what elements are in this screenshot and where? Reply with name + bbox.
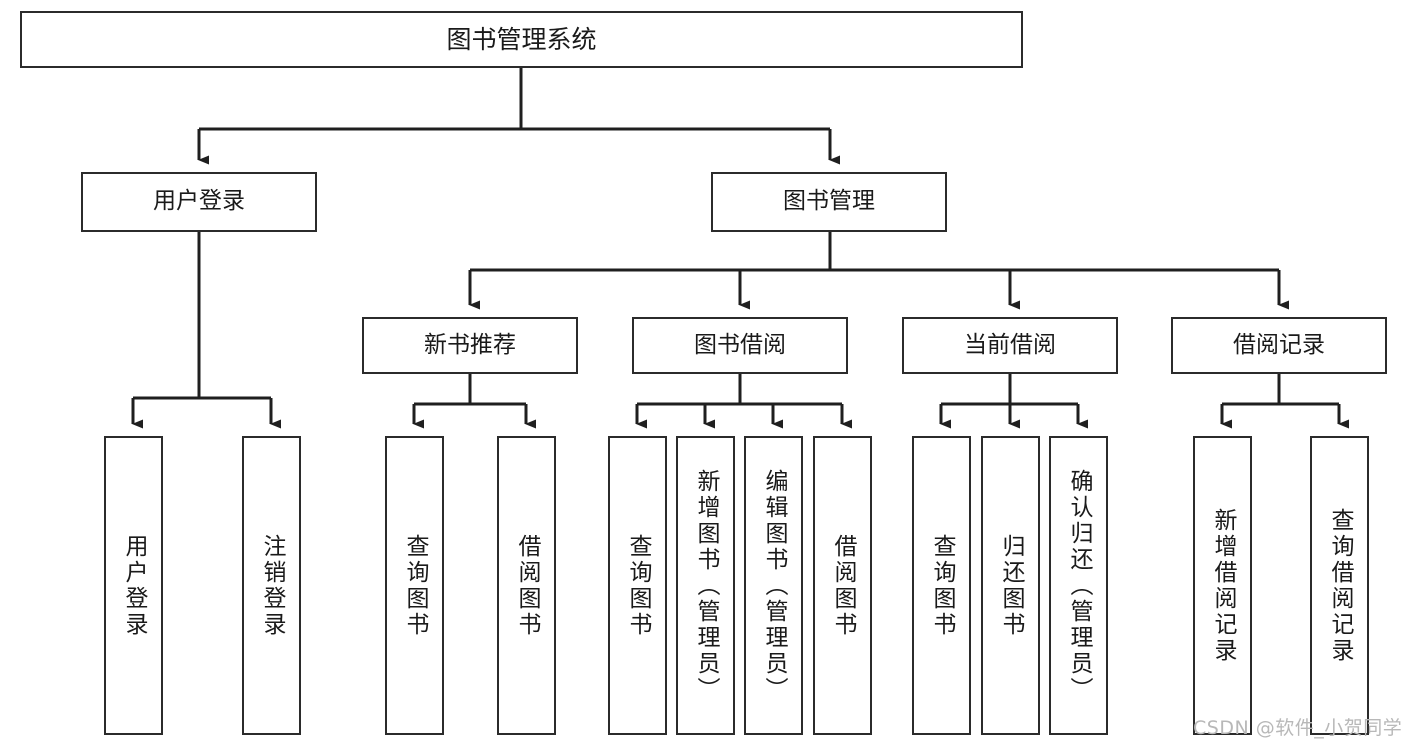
node-label: 查询图书 (402, 533, 428, 638)
node-leaf-confirm-return[interactable]: 确认归还（管理员） (1049, 436, 1108, 735)
node-label: 图书管理 (783, 188, 875, 215)
node-label: 用户登录 (121, 533, 147, 638)
node-leaf-query-record[interactable]: 查询借阅记录 (1310, 436, 1369, 735)
node-label: 新增图书（管理员） (693, 468, 719, 703)
node-current-borrow[interactable]: 当前借阅 (902, 317, 1118, 374)
node-label: 查询图书 (929, 533, 955, 638)
node-label: 图书管理系统 (446, 24, 597, 54)
node-label: 当前借阅 (964, 331, 1056, 358)
node-leaf-add-record[interactable]: 新增借阅记录 (1193, 436, 1252, 735)
node-root-system[interactable]: 图书管理系统 (20, 11, 1023, 68)
node-label: 新增借阅记录 (1210, 507, 1236, 664)
node-label: 确认归还（管理员） (1066, 468, 1092, 703)
node-leaf-query-book-2[interactable]: 查询图书 (608, 436, 667, 735)
node-leaf-return-book[interactable]: 归还图书 (981, 436, 1040, 735)
node-label: 归还图书 (998, 533, 1024, 638)
node-label: 借阅图书 (830, 533, 856, 638)
node-leaf-borrow-book-2[interactable]: 借阅图书 (813, 436, 872, 735)
node-label: 用户登录 (153, 188, 245, 215)
node-book-management[interactable]: 图书管理 (711, 172, 947, 232)
node-label: 查询借阅记录 (1327, 507, 1353, 664)
node-leaf-logout-login[interactable]: 注销登录 (242, 436, 301, 735)
node-leaf-add-book[interactable]: 新增图书（管理员） (676, 436, 735, 735)
csdn-watermark: CSDN @软件_小贺同学 (1193, 717, 1403, 739)
node-new-book-recommend[interactable]: 新书推荐 (362, 317, 578, 374)
node-book-borrow[interactable]: 图书借阅 (632, 317, 848, 374)
node-leaf-query-book-3[interactable]: 查询图书 (912, 436, 971, 735)
node-borrow-record[interactable]: 借阅记录 (1171, 317, 1387, 374)
node-label: 借阅记录 (1233, 331, 1325, 358)
node-label: 查询图书 (625, 533, 651, 638)
node-leaf-query-book-1[interactable]: 查询图书 (385, 436, 444, 735)
node-label: 编辑图书（管理员） (761, 468, 787, 703)
node-leaf-user-login[interactable]: 用户登录 (104, 436, 163, 735)
node-user-login[interactable]: 用户登录 (81, 172, 317, 232)
node-label: 借阅图书 (514, 533, 540, 638)
node-leaf-edit-book[interactable]: 编辑图书（管理员） (744, 436, 803, 735)
node-label: 注销登录 (259, 533, 285, 638)
node-label: 新书推荐 (424, 331, 516, 358)
node-label: 图书借阅 (694, 331, 786, 358)
node-leaf-borrow-book-1[interactable]: 借阅图书 (497, 436, 556, 735)
